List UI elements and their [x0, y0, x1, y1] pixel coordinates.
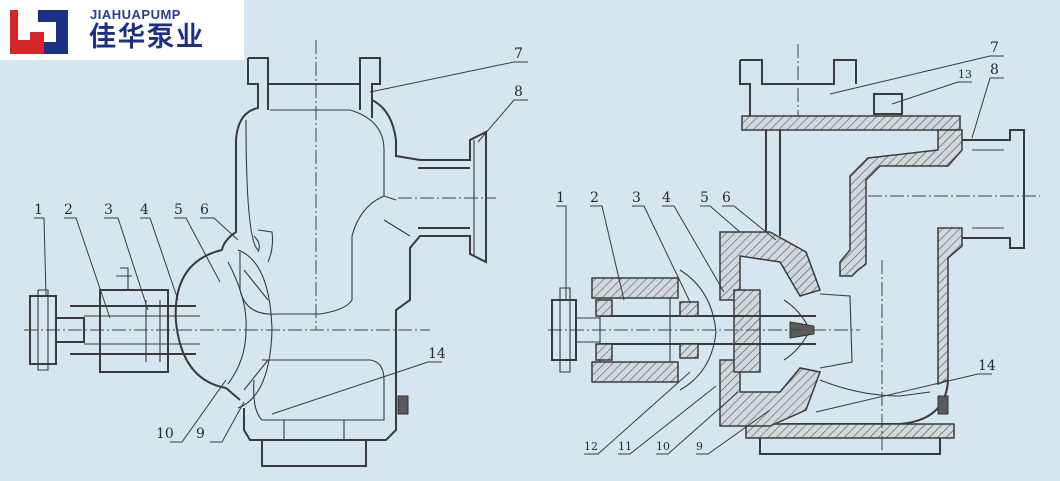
- right-label-3: 3: [632, 190, 641, 206]
- left-label-2: 2: [64, 202, 73, 218]
- right-label-13: 13: [958, 68, 972, 81]
- left-label-14: 14: [428, 346, 446, 362]
- right-label-7: 7: [990, 40, 999, 56]
- brand-logo-block: JIAHUAPUMP 佳华泵业: [0, 0, 244, 60]
- left-label-10: 10: [156, 426, 174, 442]
- brand-name-chinese: 佳华泵业: [89, 22, 205, 53]
- left-label-7: 7: [514, 46, 523, 62]
- left-label-9: 9: [196, 426, 205, 442]
- right-label-5: 5: [700, 190, 709, 206]
- right-label-14: 14: [978, 358, 996, 374]
- right-label-6: 6: [722, 190, 731, 206]
- left-label-8: 8: [514, 84, 523, 100]
- left-part-labels: 1 2 3 4 5 6 7 8 14 10 9: [34, 46, 523, 442]
- jiahua-logo-icon: [10, 10, 68, 54]
- right-label-12: 12: [584, 440, 598, 453]
- left-label-3: 3: [104, 202, 113, 218]
- right-label-1: 1: [556, 190, 565, 206]
- right-part-labels: 1 2 3 4 5 6 7 8 13 14 12 11 10 9: [556, 40, 999, 453]
- left-label-4: 4: [140, 202, 149, 218]
- right-leader-lines: [556, 55, 1004, 455]
- right-label-8: 8: [990, 62, 999, 78]
- left-label-1: 1: [34, 202, 43, 218]
- left-leader-lines: [34, 61, 528, 443]
- right-label-9: 9: [696, 440, 703, 453]
- right-label-11: 11: [618, 440, 632, 453]
- right-label-10: 10: [656, 440, 670, 453]
- left-label-6: 6: [200, 202, 209, 218]
- brand-name-english: JIAHUAPUMP: [90, 7, 181, 22]
- right-label-2: 2: [590, 190, 599, 206]
- left-pump-drawing: 1 2 3 4 5 6 7 8 14 10 9: [24, 40, 528, 467]
- right-label-4: 4: [662, 190, 671, 206]
- left-label-5: 5: [174, 202, 183, 218]
- right-pump-drawing: 1 2 3 4 5 6 7 8 13 14 12 11 10 9: [548, 40, 1040, 455]
